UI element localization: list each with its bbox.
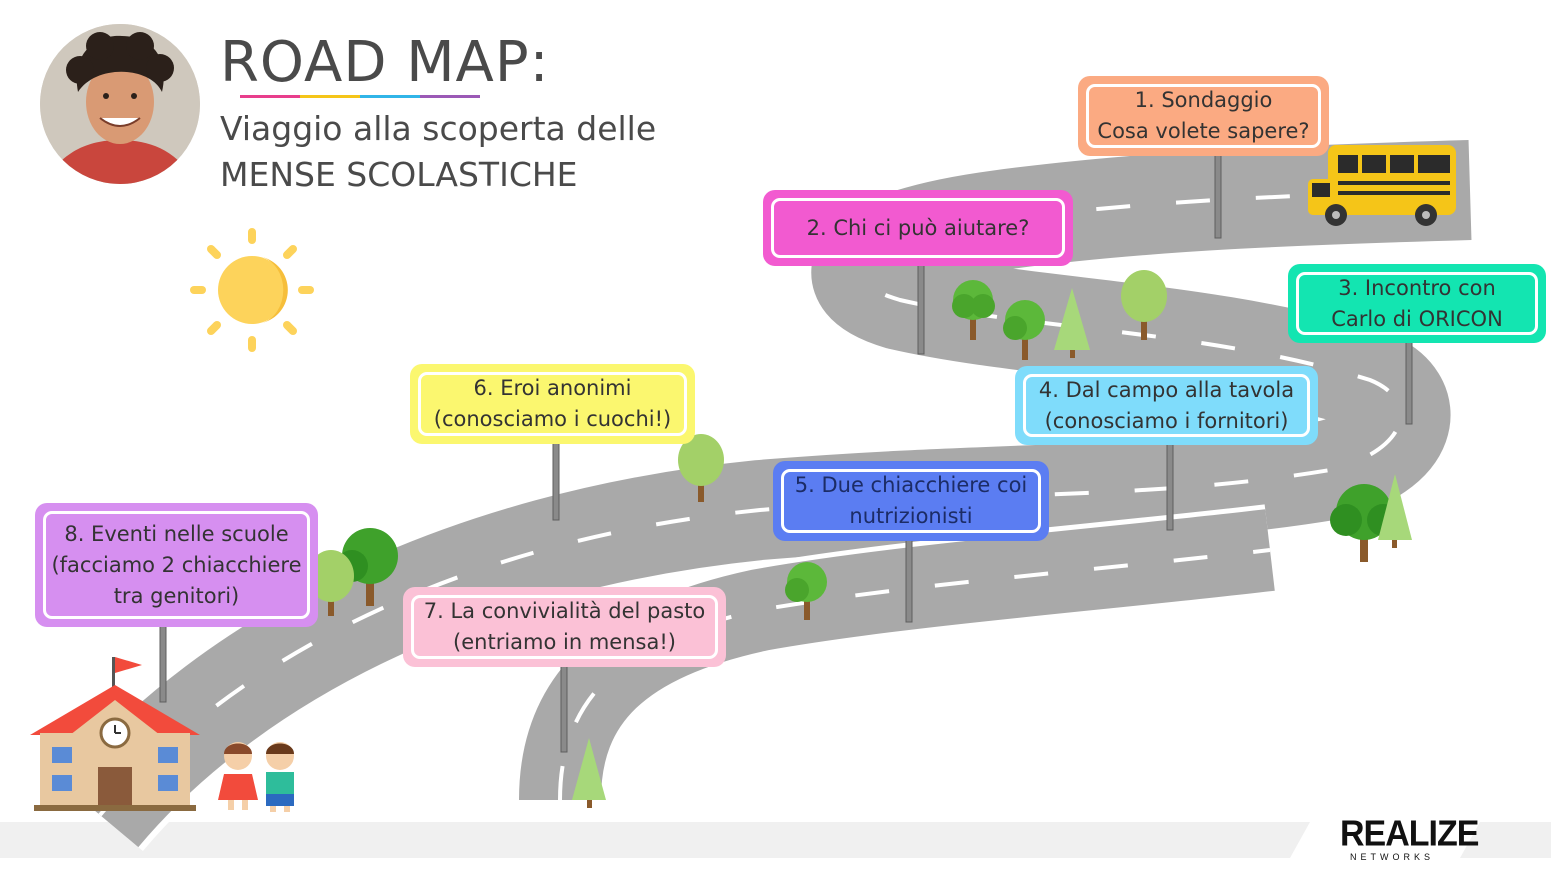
step-sign-6: 6. Eroi anonimi (conosciamo i cuochi!) [410,364,695,444]
pine-tree-icon [1378,474,1412,548]
page-subtitle: Viaggio alla scoperta delle MENSE SCOLAS… [220,106,656,198]
step-label-4: 4. Dal campo alla tavola (conosciamo i f… [1023,374,1310,437]
pine-tree-icon [1054,288,1090,358]
tree-icon [308,550,354,616]
step-sign-8: 8. Eventi nelle scuole (facciamo 2 chiac… [35,503,318,627]
children-icon [218,742,294,812]
school-building-icon [30,657,200,811]
step-label-7: 7. La convivialità del pasto (entriamo i… [411,595,718,659]
logo-main-text: REALIZE [1340,814,1479,854]
step-sign-1: 1. Sondaggio Cosa volete sapere? [1078,76,1329,156]
step-sign-3: 3. Incontro con Carlo di ORICON [1288,264,1546,343]
school-bus-icon [1308,145,1456,226]
tree-icon [1003,300,1045,360]
logo-sub-text: NETWORKS [1349,852,1434,862]
footer-logo-plate [1290,822,1480,858]
step-label-1: 1. Sondaggio Cosa volete sapere? [1086,84,1321,148]
sun-icon [190,228,314,352]
tree-icon [952,280,995,340]
subtitle-line-1: Viaggio alla scoperta delle [220,109,657,148]
avatar [40,24,200,184]
step-sign-5: 5. Due chiacchiere coi nutrizionisti [773,461,1049,541]
subtitle-line-2: MENSE SCOLASTICHE [220,155,578,194]
pine-tree-icon [572,738,606,808]
page-title: ROAD MAP: [220,30,550,95]
step-label-8: 8. Eventi nelle scuole (facciamo 2 chiac… [43,511,310,619]
step-sign-7: 7. La convivialità del pasto (entriamo i… [403,587,726,667]
step-label-3: 3. Incontro con Carlo di ORICON [1296,272,1538,335]
brand-logo: REALIZE NETWORKS [1340,814,1479,866]
step-label-2: 2. Chi ci può aiutare? [771,198,1065,258]
tree-icon [678,434,724,502]
tree-icon [785,562,827,620]
footer-band [0,822,1551,858]
step-label-6: 6. Eroi anonimi (conosciamo i cuochi!) [418,372,687,436]
title-underline [240,95,480,98]
step-sign-4: 4. Dal campo alla tavola (conosciamo i f… [1015,366,1318,445]
tree-icon [1121,270,1167,340]
step-sign-2: 2. Chi ci può aiutare? [763,190,1073,266]
step-label-5: 5. Due chiacchiere coi nutrizionisti [781,469,1041,533]
